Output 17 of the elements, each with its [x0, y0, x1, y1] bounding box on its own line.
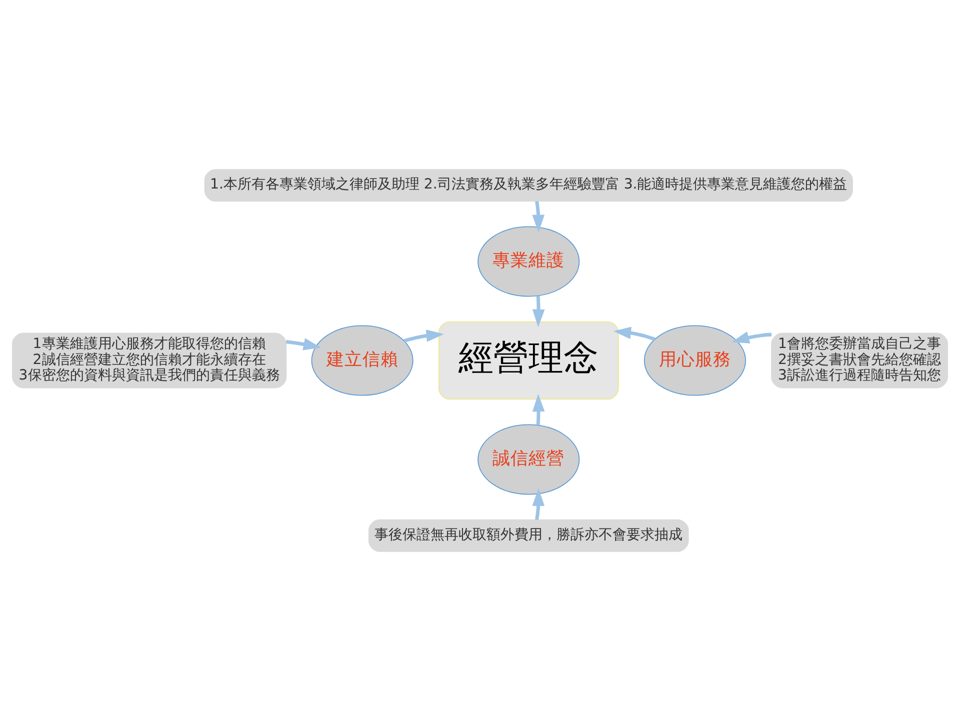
node-box: 1會將您委辦當成自己之事 2撰妥之書狀會先給您確認 3訴訟進行過程隨時告知您	[771, 332, 948, 388]
node-box: 經營理念	[438, 320, 619, 400]
arrow	[532, 393, 545, 425]
node-ellipse: 建立信賴	[311, 324, 414, 396]
node-ellipse: 誠信經營	[478, 424, 580, 494]
node-box: 1專業維護用心服務才能取得您的信賴 2誠信經營建立您的信賴才能永續存在 3保密您的資料與資訊是我們的責任與義務	[12, 332, 287, 388]
node-ellipse: 專業維護	[478, 226, 580, 296]
node-ellipse: 用心服務	[644, 324, 746, 396]
arrow	[286, 338, 322, 350]
arrow	[404, 329, 444, 342]
arrow	[732, 331, 772, 343]
node-box: 事後保證無再收取額外費用，勝訴亦不會要求抽成	[368, 518, 689, 552]
arrow	[532, 488, 545, 520]
arrow	[613, 326, 656, 340]
arrow	[532, 200, 545, 232]
node-box: 1.本所有各專業領域之律師及助理 2.司法實務及執業多年經驗豐富 3.能適時提供專業意見維護您的權益	[204, 168, 853, 202]
arrow	[532, 295, 545, 327]
